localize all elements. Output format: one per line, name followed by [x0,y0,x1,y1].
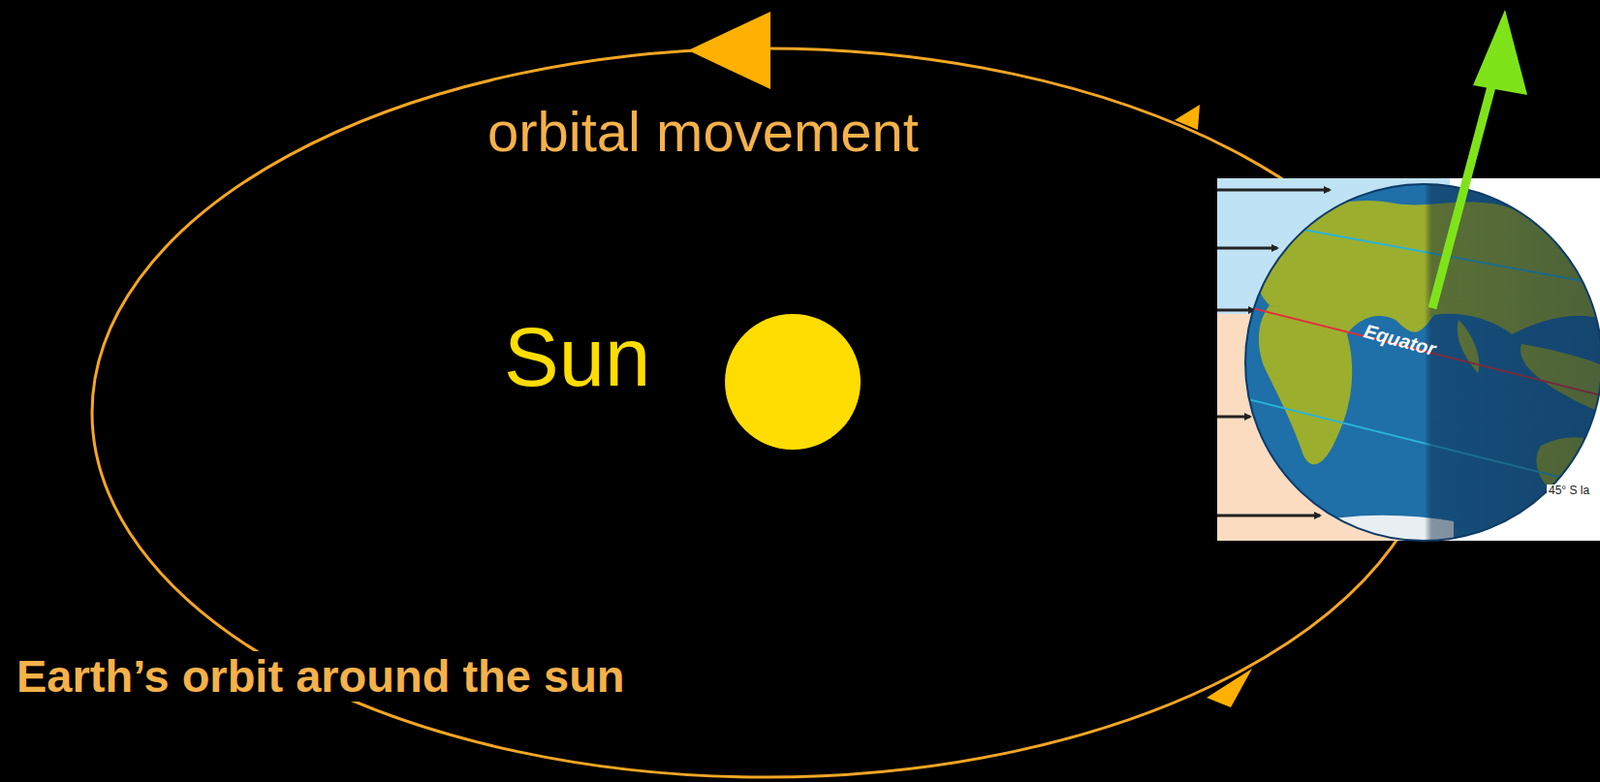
orbit-arrowhead [688,11,771,90]
earth-inset [1217,178,1600,548]
sun-disc [724,313,861,450]
latitude-label: 45° S la [1546,484,1592,498]
axis-arrow [1432,9,1528,309]
orbit-arrowhead [1206,668,1253,708]
orbit-title: Earth’s orbit around the sun [12,651,629,702]
sun-label: Sun [503,312,651,404]
orbit-arrowhead [1174,104,1200,130]
orbit-label: orbital movement [487,100,919,163]
